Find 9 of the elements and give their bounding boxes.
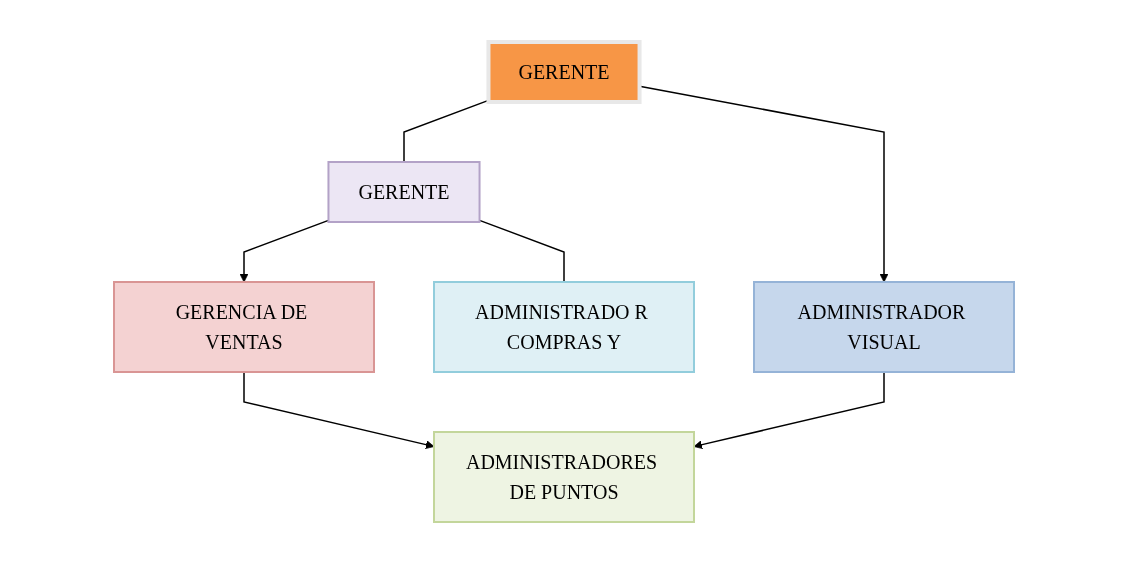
arrow — [243, 370, 435, 449]
node-box: ADMINISTRADOR VISUAL — [753, 280, 1015, 373]
arrow — [239, 219, 330, 282]
node-box: GERENCIA DE VENTAS — [113, 280, 375, 373]
node-box: ADMINISTRADORES DE PUNTOS — [433, 430, 695, 523]
node-box: GERENTE — [327, 160, 481, 223]
node-box: ADMINISTRADO R COMPRAS Y — [433, 280, 695, 373]
node-box: GERENTE — [486, 39, 642, 104]
connector — [478, 219, 565, 283]
